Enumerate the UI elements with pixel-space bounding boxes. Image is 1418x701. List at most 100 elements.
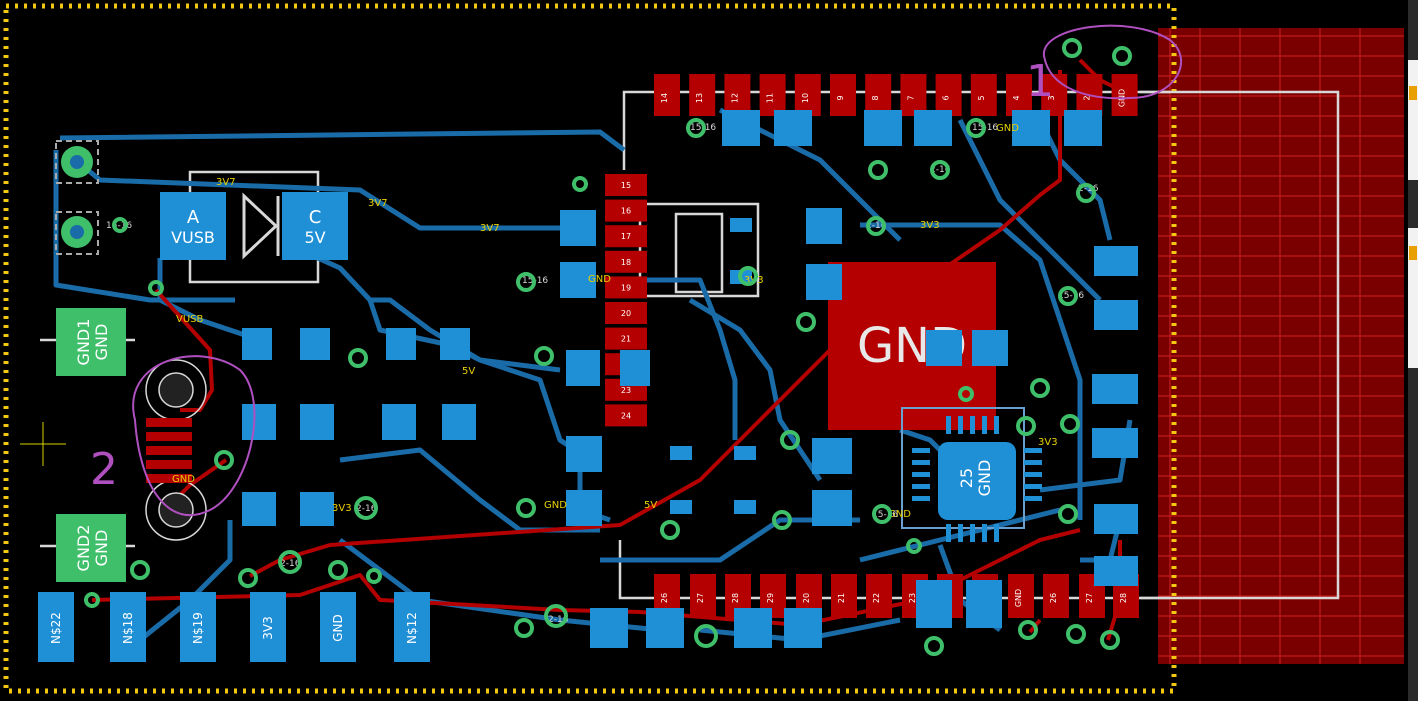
vertical-pad[interactable] [605, 404, 647, 427]
svg-text:GND: GND [544, 500, 567, 511]
svg-text:2-16: 2-16 [280, 559, 301, 569]
svg-text:2-16: 2-16 [356, 504, 377, 514]
smd-components[interactable] [242, 110, 1138, 648]
header-bottom-pad-label: 28 [731, 593, 740, 603]
header-top-pad[interactable] [865, 74, 892, 116]
header-bottom-pad-label: 27 [1085, 593, 1094, 603]
gnd1-label: GND1 [74, 319, 93, 366]
vertical-pad-label: 21 [621, 335, 631, 344]
header-top-pad[interactable] [794, 74, 821, 116]
origin-cross [20, 422, 66, 466]
vertical-pad-label: 17 [621, 232, 631, 241]
part-n12-label: N$12 [405, 612, 419, 644]
vertical-pad-label: 24 [621, 411, 631, 420]
svg-text:3V3: 3V3 [1038, 437, 1058, 448]
chip-number-label: 25 [957, 468, 976, 488]
mounting-holes[interactable] [55, 140, 99, 255]
vertical-pad[interactable] [605, 174, 647, 196]
svg-text:VUSB: VUSB [176, 314, 204, 325]
header-top-pad-label: 14 [660, 93, 669, 103]
diode-cathode-label: C [309, 207, 322, 228]
header-bottom-pad-label: 28 [1119, 593, 1128, 603]
header-top-pad-label: 13 [695, 93, 704, 103]
svg-text:GND: GND [172, 474, 195, 485]
chip-gnd-label: GND [975, 460, 994, 497]
gnd1-pad[interactable] [56, 308, 126, 376]
header-top-pad[interactable] [759, 74, 786, 116]
header-top-pad[interactable] [830, 74, 856, 116]
header-top-pad-label: 2 [1082, 95, 1091, 100]
part-n19-label: N$19 [191, 612, 205, 644]
vertical-pad-label: 16 [621, 207, 631, 216]
gnd2-sub-label: GND [92, 530, 111, 567]
header-top-pad[interactable] [654, 74, 680, 116]
header-top-pad-label: 10 [801, 93, 810, 103]
header-top-pad[interactable] [1111, 74, 1138, 116]
header-top-pad-label: 12 [730, 93, 739, 103]
usb-connector[interactable] [145, 359, 207, 541]
sidebar-tab-upper[interactable] [1408, 60, 1418, 180]
part-3v3-label: 3V3 [261, 616, 275, 639]
svg-text:2-16: 2-16 [866, 221, 887, 231]
vertical-pad-label: 20 [621, 309, 631, 318]
gnd2-pad[interactable] [56, 514, 126, 582]
sidebar-tab-lower[interactable] [1408, 228, 1418, 368]
header-bottom-pad[interactable] [1043, 574, 1069, 618]
header-bottom-pad-label: 20 [802, 593, 811, 603]
header-top-pad[interactable] [900, 74, 927, 116]
header-bottom-pad-label: 27 [696, 593, 705, 603]
diode-anode-label: A [187, 207, 200, 228]
part-n18-label: N$18 [121, 612, 135, 644]
vertical-pad-label: 15 [621, 181, 631, 190]
svg-text:3V3: 3V3 [332, 503, 352, 514]
header-top-pad[interactable] [1041, 74, 1068, 116]
diode-component[interactable]: A VUSB C 5V [160, 192, 348, 260]
annotation-label-2: 2 [90, 444, 118, 495]
part-gnd-label: GND [331, 614, 345, 642]
header-top-pad[interactable] [935, 74, 962, 116]
header-top-pad-label: 8 [871, 95, 880, 100]
diode-cathode-net: 5V [304, 228, 325, 247]
vertical-pad[interactable] [605, 250, 647, 273]
qfn-chip[interactable]: 25 GND [901, 407, 1042, 542]
header-top-pad-label: 6 [942, 95, 951, 100]
header-bottom-pad[interactable] [831, 574, 857, 618]
svg-text:3V3: 3V3 [920, 220, 940, 231]
diode-anode-net: VUSB [171, 228, 215, 247]
header-bottom-pad-label: 26 [660, 593, 669, 603]
ground-pour-pad[interactable] [828, 262, 996, 430]
svg-text:GND: GND [996, 123, 1019, 134]
svg-text:3V7: 3V7 [368, 198, 388, 209]
svg-text:2-16: 2-16 [1078, 184, 1099, 194]
vertical-pad[interactable] [605, 302, 647, 324]
header-bottom-pads[interactable]: 26272829202122232425GND262728 [654, 574, 1139, 618]
header-top-pad[interactable] [724, 74, 751, 116]
vertical-pad[interactable] [605, 276, 647, 299]
header-bottom-pad[interactable] [690, 574, 716, 618]
header-top-pad-label: 7 [906, 95, 915, 100]
vertical-pad[interactable] [605, 199, 647, 222]
header-bottom-pad[interactable] [866, 574, 892, 618]
sidebar-tab-lower-icon [1409, 246, 1417, 260]
header-top-pad[interactable] [970, 74, 997, 116]
header-bottom-pad-label: 29 [766, 593, 775, 603]
header-top-pad[interactable] [1006, 74, 1032, 116]
silkscreen-outlines [40, 90, 1340, 600]
vertical-pad-column[interactable]: 15161718192021222324 [605, 174, 647, 427]
vertical-pad-label: 23 [621, 386, 631, 395]
header-top-pad-label: 4 [1012, 95, 1021, 100]
header-bottom-pad-label: 22 [872, 593, 881, 603]
bottom-parts[interactable] [38, 592, 430, 662]
header-top-pad-label: 3 [1047, 95, 1056, 100]
vertical-pad[interactable] [605, 225, 647, 248]
header-top-pad-label: 9 [836, 95, 845, 100]
vertical-pad[interactable] [605, 327, 647, 350]
header-top-pad[interactable] [689, 74, 716, 116]
header-bottom-pad[interactable] [1008, 574, 1034, 618]
annotation-label-1: 1 [1026, 56, 1054, 107]
svg-text:GND: GND [888, 509, 911, 520]
svg-text:15-16: 15-16 [106, 221, 132, 231]
annotation-marks [132, 24, 1182, 517]
